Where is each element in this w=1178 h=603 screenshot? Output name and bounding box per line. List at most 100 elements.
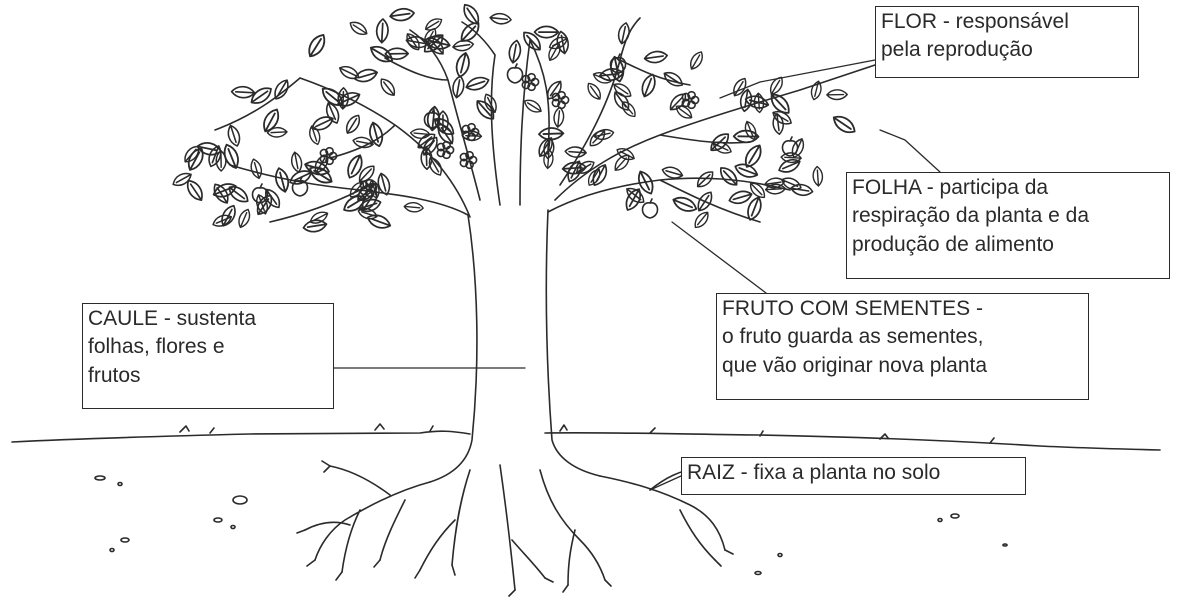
leaf-icon [564,146,587,158]
grass-tufts [179,423,995,444]
leaf-icon [357,198,382,213]
label-fruto: FRUTO COM SEMENTES - o fruto guarda as s… [716,293,1089,400]
flower-icon [459,150,478,170]
leaf-icon [389,7,415,22]
branch-center [461,21,550,206]
fruit-icon [641,198,659,219]
leaf-icon [264,188,281,209]
leaf-icon [380,78,396,96]
leaf-icon [626,187,645,204]
leaf-icon [452,75,465,99]
leader-folha [879,129,941,173]
leaf-icon [523,31,541,51]
leaf-icon [346,114,360,134]
leader-raiz [649,475,682,491]
leaf-icon [489,12,512,25]
leaf-icon [186,179,203,201]
leaf-icon [613,83,632,98]
fruits-group [251,53,799,219]
leaf-icon [308,34,326,58]
leaf-icon [375,18,389,44]
trunk [429,209,601,483]
leaf-icon [593,128,615,141]
label-fruto-line-3: que vão originar nova planta [722,353,988,377]
leaf-icon [428,156,442,176]
leaf-icon [734,163,759,178]
leaf-icon [325,102,340,124]
leaf-icon [696,171,714,188]
leaf-icon [227,124,241,147]
leaf-icon [533,25,560,39]
leaf-icon [617,22,630,45]
label-folha-line-2: respiração da planta e da [852,204,1089,228]
leaf-icon [672,196,698,212]
flower-icon [359,178,378,198]
label-flor-line-2: pela reprodução [881,38,1033,62]
leader-lines [333,59,941,491]
leaf-icon [223,143,239,169]
leaf-icon [437,123,454,145]
flower-icon [436,140,455,160]
leaf-icon [720,167,738,186]
leaf-icon [641,73,656,98]
leaf-icon [547,80,562,100]
leaf-icon [710,133,730,152]
label-caule-line-3: frutos [88,363,141,387]
leaf-icon [463,3,480,25]
leaf-icon [790,183,814,197]
leaf-icon [275,167,290,193]
leaf-icon [230,85,256,99]
leaf-icon [349,21,368,35]
leaf-icon [172,172,192,187]
leaf-icon [739,88,753,113]
label-folha: FOLHA - participa da respiração da plant… [846,172,1170,279]
leaf-icon [523,99,542,113]
ground-line [11,430,1161,451]
leaf-icon [403,202,424,213]
leaf-icon [697,191,713,212]
leaf-icon [358,165,375,183]
soil-pebbles [94,475,1008,576]
leaf-icon [476,100,495,120]
leaf-icon [377,172,391,196]
leaf-icon [187,147,204,171]
leaf-icon [810,80,822,101]
leaf-icon [309,125,321,146]
leaf-icon [409,128,431,139]
flower-icon [521,72,540,92]
leaf-icon [616,148,635,161]
leaf-icon [366,214,392,229]
leaves-group [172,3,856,233]
flower-icon [681,90,700,110]
leaf-icon [347,154,363,179]
leaf-icon [221,204,236,227]
label-caule: CAULE - sustenta folhas, flores e frutos [82,303,334,409]
label-flor-line-1: FLOR - responsável [881,10,1069,33]
leaf-icon [290,151,303,173]
leaf-icon [694,211,709,229]
leaf-icon [744,120,757,141]
leaf-icon [208,145,222,168]
leaf-icon [266,126,288,138]
leaf-icon [753,92,765,114]
leaf-icon [311,116,334,131]
fruit-icon [609,53,627,74]
label-folha-line-3: produção de alimento [852,232,1054,256]
leaf-icon [764,183,787,195]
leaf-icon [663,71,684,87]
leaf-icon [592,164,608,187]
leaf-icon [772,112,784,136]
leaf-icon [263,108,280,133]
leaf-icon [675,105,693,119]
leaf-icon [423,34,444,53]
leaf-icon [337,92,361,107]
leaf-icon [406,33,420,51]
leaf-icon [575,160,595,174]
leaf-icon [728,190,753,205]
leaf-icon [304,160,330,176]
leaf-icon [465,76,490,91]
label-flor: FLOR - responsável pela reprodução [875,6,1139,78]
leaf-icon [749,182,766,199]
